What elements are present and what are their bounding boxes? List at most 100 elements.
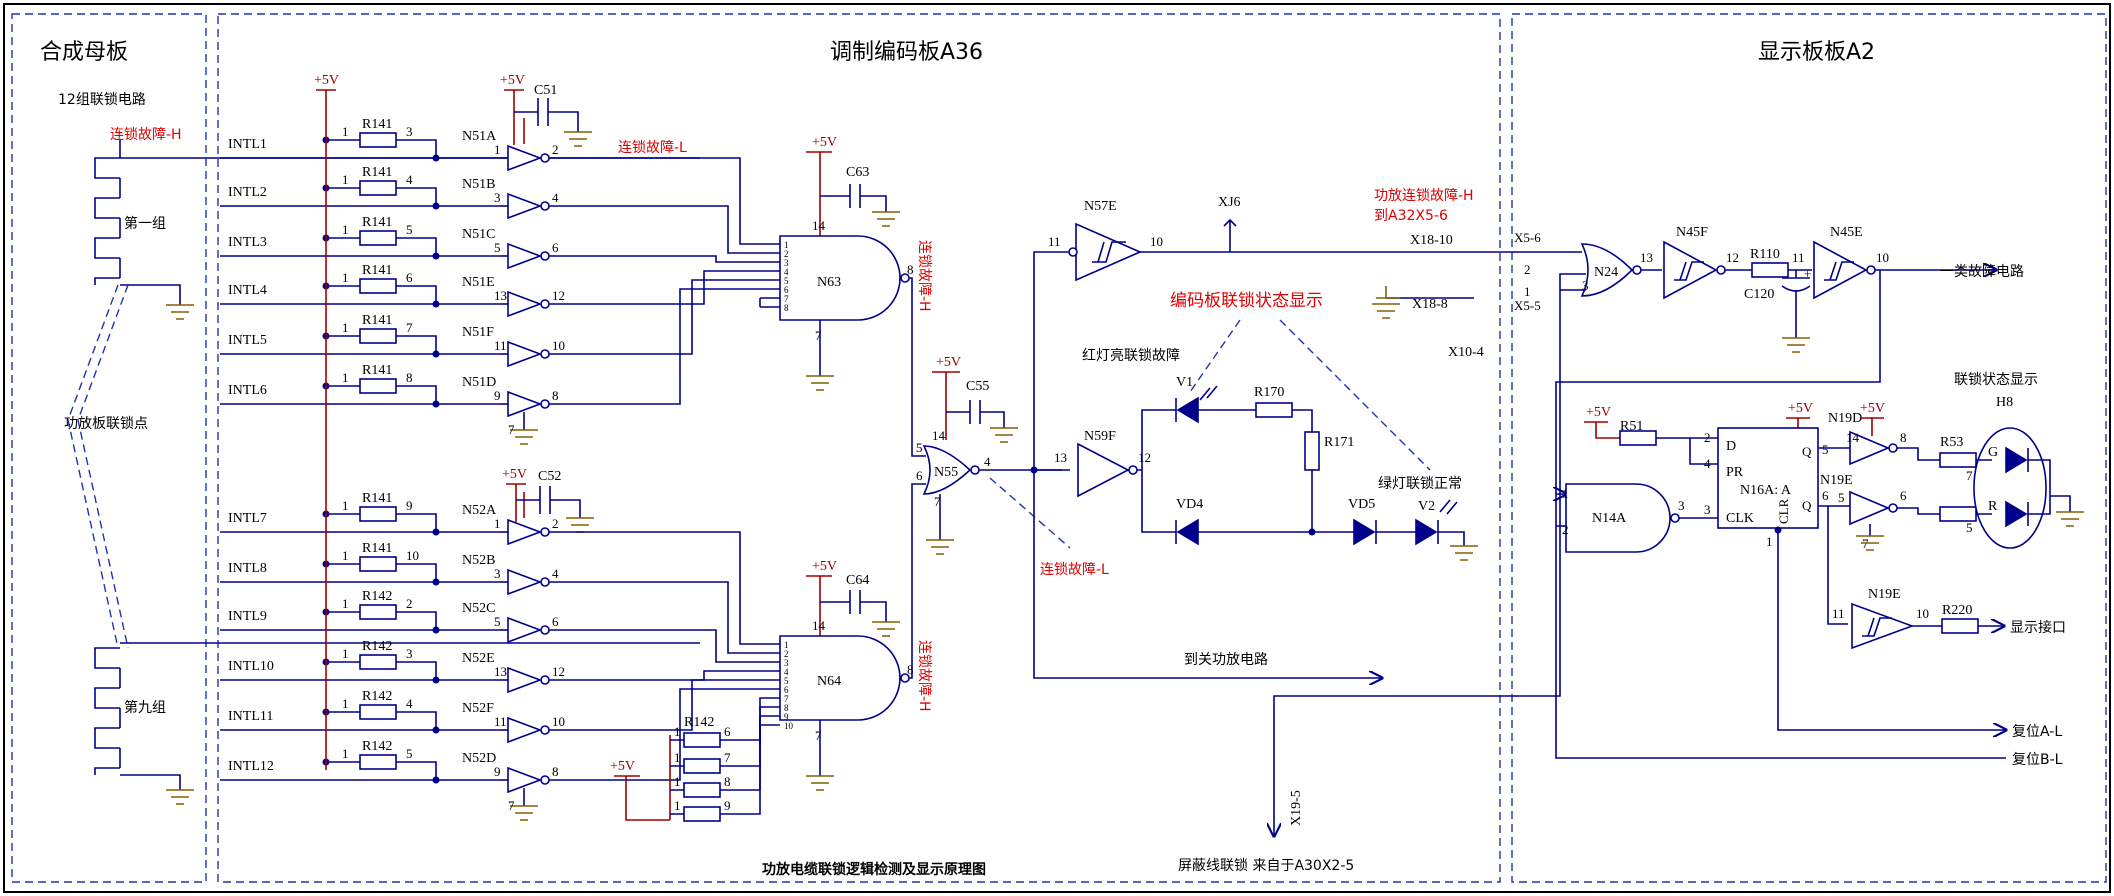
n16a-pr: PR	[1726, 465, 1744, 480]
n63-spare-inputs	[759, 297, 780, 308]
resistor-label: R141	[362, 491, 392, 506]
reset-a-label: 复位A-L	[2012, 723, 2062, 740]
n19d-power-label: +5V	[1860, 401, 1885, 416]
buffer-body	[507, 716, 543, 744]
group1-ground-lead	[120, 284, 181, 305]
r142-pin: 6	[724, 724, 731, 739]
section-title-right: 显示板板A2	[1758, 40, 1875, 65]
resistor-pin1: 1	[342, 124, 349, 139]
buffer-body	[507, 192, 543, 220]
v1-label: V1	[1176, 375, 1193, 390]
r142-resistor	[683, 782, 721, 798]
n19e-pin10: 10	[1916, 606, 1929, 621]
section-title-middle: 调制编码板A36	[830, 40, 983, 65]
input-label: INTL5	[228, 333, 267, 348]
n45e-label: N45E	[1830, 225, 1863, 240]
input-label: INTL6	[228, 383, 267, 398]
gate-input-wire	[549, 205, 780, 254]
r110-out	[1788, 269, 1812, 278]
buffer-label: N51A	[462, 129, 497, 144]
v1-led	[1176, 396, 1199, 424]
disp-port-label: 显示接口	[2010, 619, 2066, 636]
resistor-label: R141	[362, 215, 392, 230]
schmitt-icon	[1674, 261, 1704, 281]
gate-input-wire	[549, 688, 780, 781]
c120-label: C120	[1744, 287, 1774, 302]
gate-input-pin: 10	[784, 721, 794, 731]
pullup-resistor	[359, 132, 397, 148]
n55-pin14: 14	[932, 428, 946, 443]
gate-input-wire	[549, 157, 780, 245]
section-frame-right	[1511, 13, 2107, 883]
group-title: 12组联锁电路	[58, 92, 146, 108]
resistor-wire	[326, 513, 437, 532]
vd4-diode	[1176, 518, 1199, 546]
c120-plus: +	[1804, 266, 1811, 281]
junction-dot	[432, 578, 440, 586]
n14a-pin1: 1	[1562, 486, 1569, 501]
n19e-top-bubble	[1888, 503, 1898, 513]
n19d-label: N19D	[1828, 411, 1862, 426]
ground-symbol	[510, 805, 538, 821]
n45f-pin12: 12	[1726, 250, 1739, 265]
n57e-gate: N57E 11 10 XJ6	[1033, 195, 1582, 470]
h8-body	[1973, 427, 2047, 549]
c51-power-label: +5V	[500, 73, 525, 88]
c51-block: +5V C51	[500, 73, 592, 147]
junction-dot	[432, 400, 440, 408]
n45e-gate: N45E 11 10 一类故障电路	[1556, 225, 2024, 759]
resistor-pin: 5	[406, 222, 413, 237]
resistor-wire	[326, 711, 437, 730]
gate-input-pin: 8	[784, 303, 789, 313]
buffer-bubble	[540, 349, 550, 359]
r220-label: R220	[1942, 603, 1972, 618]
gate-input-wire	[549, 288, 780, 405]
shield-label: 屏蔽线联锁 来自于A30X2-5	[1178, 858, 1354, 874]
r-pin5: 5	[1966, 520, 1973, 535]
c63-label: C63	[846, 165, 869, 180]
junction-dot	[432, 300, 440, 308]
n57e-pin10: 10	[1150, 234, 1163, 249]
power-label-bus: +5V	[314, 73, 339, 88]
n64-pin7: 7	[815, 728, 822, 743]
buffer-out-pin: 2	[552, 142, 559, 157]
n19e-body	[1851, 602, 1915, 650]
buffer-in-pin: 11	[494, 338, 507, 353]
n19d-power	[1860, 417, 1884, 436]
junction-dot	[432, 202, 440, 210]
resistor-wire	[326, 187, 437, 206]
r51-power-label: +5V	[1586, 405, 1611, 420]
buffer-in-pin: 1	[494, 142, 501, 157]
h8-wires	[1976, 459, 2071, 515]
n59f-body	[1077, 442, 1130, 498]
n16a-pin2: 2	[1704, 430, 1711, 445]
r170-resistor	[1255, 402, 1293, 418]
pullup-resistor	[359, 180, 397, 196]
junction-dot	[1774, 526, 1782, 534]
resistor-wire	[326, 237, 437, 256]
r142-resistor	[683, 758, 721, 774]
buffer-in-pin: 9	[494, 764, 501, 779]
x18-10-label: X18-10	[1410, 233, 1453, 248]
buffer-bubble	[540, 251, 550, 261]
buffer-in-pin: 5	[494, 614, 501, 629]
c64-label: C64	[846, 573, 869, 588]
gate-input-pin: 5	[784, 676, 789, 686]
h8-label: H8	[1996, 395, 2013, 410]
resistor-wire	[326, 761, 437, 780]
n55-body	[922, 445, 972, 495]
buffer-in-pin: 3	[494, 566, 501, 581]
input-label: INTL3	[228, 235, 267, 250]
buffer-body	[507, 290, 543, 318]
n19e-pin6: 6	[1900, 488, 1907, 503]
n19d-pin14: 14	[1846, 430, 1860, 445]
ground-symbol	[806, 775, 834, 791]
outer-frame	[3, 3, 2111, 893]
vd5-diode	[1353, 518, 1376, 546]
pullup-resistor	[359, 704, 397, 720]
r171-label: R171	[1324, 435, 1354, 450]
n45e-bubble	[1866, 265, 1876, 275]
